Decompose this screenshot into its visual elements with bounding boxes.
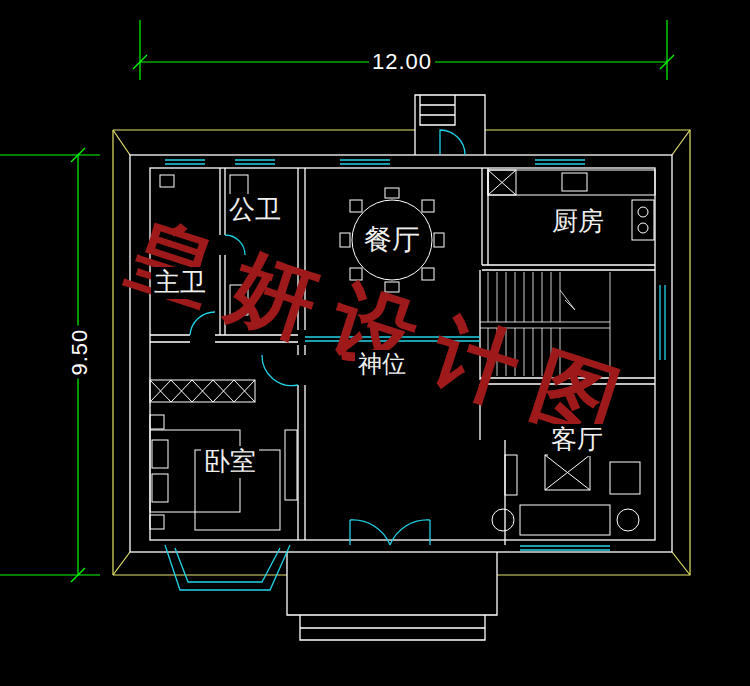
room-label-box: 客厅 [548, 424, 606, 456]
dimension-text: 12.00 [369, 50, 435, 74]
room-name: 厨房 [552, 207, 604, 237]
outer-trim [113, 130, 690, 575]
dimension-lines [0, 20, 674, 582]
room-name: 餐厅 [364, 224, 420, 256]
room-name: 客厅 [551, 425, 603, 455]
room-label-box: 主卫 [151, 267, 209, 299]
room-label-box: 厨房 [549, 206, 607, 238]
room-label-box: 卧室 [201, 446, 259, 478]
room-name: 公卫 [229, 195, 281, 225]
room-name: 主卫 [154, 268, 206, 298]
dimension-text: 9.50 [68, 326, 92, 379]
room-label-box: 神位 [355, 350, 409, 380]
room-label-box: 餐厅 [361, 223, 423, 257]
room-label-box: 公卫 [226, 194, 284, 226]
room-name: 神位 [358, 351, 406, 379]
room-name: 卧室 [204, 447, 256, 477]
